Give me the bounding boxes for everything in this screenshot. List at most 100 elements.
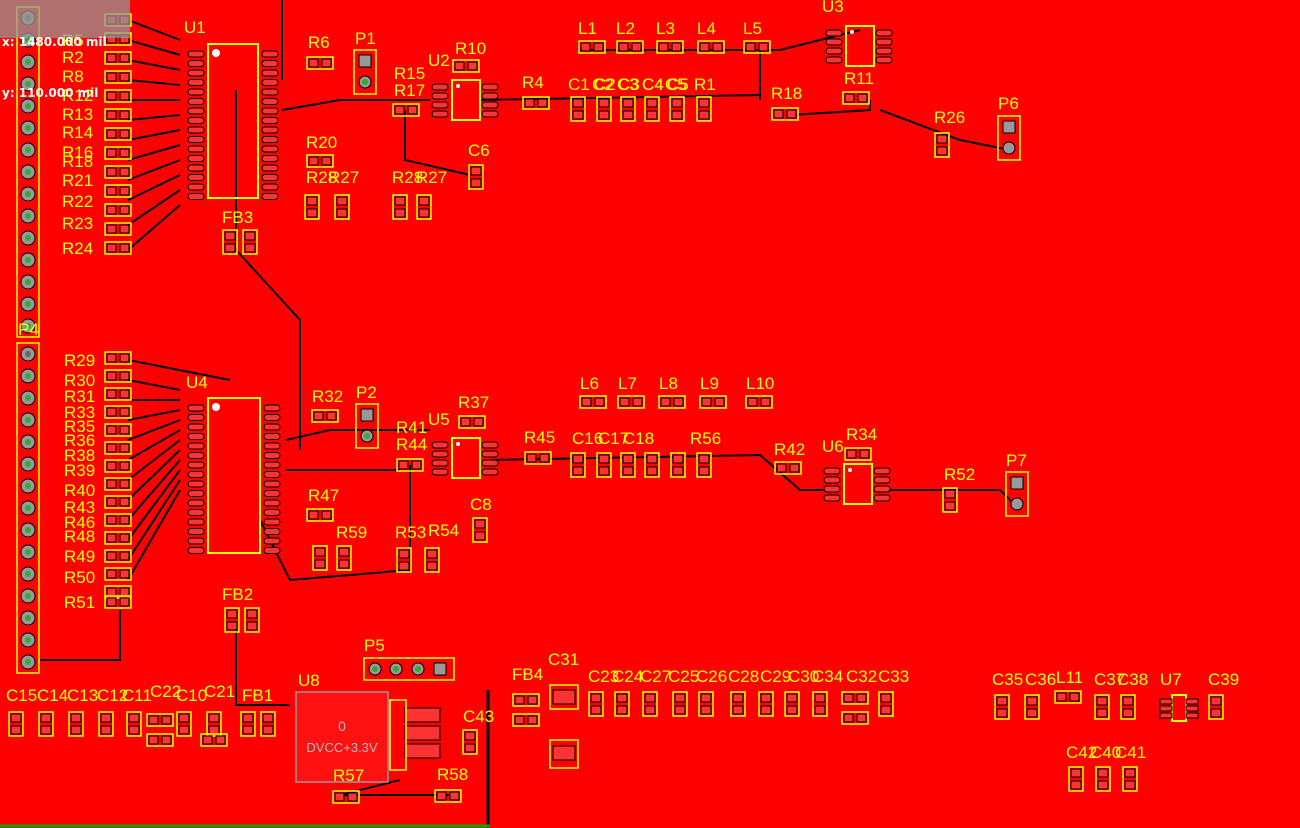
ic-u8[interactable] [295, 691, 441, 783]
component-c29[interactable] [758, 691, 774, 717]
component-rcol22[interactable] [104, 387, 132, 401]
component-l8[interactable] [658, 395, 686, 409]
component-r20[interactable] [306, 154, 334, 168]
component-r51pad[interactable] [104, 595, 132, 609]
component-l3[interactable] [656, 40, 684, 54]
component-rcol9[interactable] [104, 184, 132, 198]
component-l1[interactable] [578, 40, 606, 54]
component-c31[interactable] [549, 684, 579, 769]
component-l10[interactable] [745, 395, 773, 409]
component-c32[interactable] [841, 691, 869, 705]
component-r37[interactable] [458, 415, 486, 429]
component-r2b[interactable] [644, 452, 660, 478]
component-r27b[interactable] [416, 194, 432, 220]
component-fb3b[interactable] [242, 229, 258, 255]
component-r32[interactable] [311, 409, 339, 423]
component-c39[interactable] [1208, 694, 1224, 720]
component-rcol28[interactable] [104, 495, 132, 509]
component-l6[interactable] [579, 395, 607, 409]
component-rcol24[interactable] [104, 423, 132, 437]
component-fb1b[interactable] [260, 711, 276, 737]
component-c34[interactable] [812, 691, 828, 717]
component-c5[interactable] [669, 96, 685, 122]
component-c22b[interactable] [146, 733, 174, 747]
component-c6[interactable] [468, 164, 484, 190]
component-l5[interactable] [743, 40, 771, 54]
component-r1[interactable] [696, 96, 712, 122]
component-r52[interactable] [942, 487, 958, 513]
component-rcol212[interactable] [104, 567, 132, 581]
connector-p2[interactable] [355, 403, 379, 449]
component-r26[interactable] [934, 132, 950, 158]
component-rcol23[interactable] [104, 405, 132, 419]
component-r4[interactable] [522, 96, 550, 110]
component-fb4[interactable] [512, 693, 540, 707]
component-fb2b[interactable] [244, 607, 260, 633]
component-r11[interactable] [842, 91, 870, 105]
component-rcol27[interactable] [104, 477, 132, 491]
component-c21b[interactable] [200, 733, 228, 747]
component-r27a[interactable] [334, 194, 350, 220]
component-r57[interactable] [332, 790, 360, 804]
component-c1[interactable] [570, 96, 586, 122]
connector-p6[interactable] [997, 115, 1021, 161]
ic-u6b[interactable] [823, 463, 891, 505]
component-c41[interactable] [1122, 766, 1138, 792]
component-c14[interactable] [38, 711, 54, 737]
component-c30[interactable] [784, 691, 800, 717]
component-c3[interactable] [620, 96, 636, 122]
connector-p1[interactable] [353, 49, 377, 95]
component-rcol2[interactable] [104, 51, 132, 65]
component-l9[interactable] [699, 395, 727, 409]
component-rcol211[interactable] [104, 549, 132, 563]
component-r55[interactable] [312, 545, 328, 571]
component-c21[interactable] [206, 711, 222, 737]
ic-u5[interactable] [431, 437, 499, 479]
component-c2[interactable] [596, 96, 612, 122]
component-c23[interactable] [588, 691, 604, 717]
component-l11[interactable] [1054, 690, 1082, 704]
component-r34[interactable] [844, 447, 872, 461]
component-fb4b[interactable] [512, 713, 540, 727]
component-r44[interactable] [396, 458, 424, 472]
component-c10[interactable] [176, 711, 192, 737]
component-c4[interactable] [644, 96, 660, 122]
component-c36[interactable] [1024, 694, 1040, 720]
component-fb2[interactable] [224, 607, 240, 633]
component-r58[interactable] [434, 789, 462, 803]
component-r17[interactable] [392, 103, 420, 117]
component-rcol8[interactable] [104, 165, 132, 179]
component-r10[interactable] [452, 59, 480, 73]
component-rcol11[interactable] [104, 222, 132, 236]
component-rcol210[interactable] [104, 531, 132, 545]
component-l4[interactable] [697, 40, 725, 54]
ic-u1[interactable] [187, 43, 279, 200]
component-c40[interactable] [1095, 766, 1111, 792]
component-rcol26[interactable] [104, 459, 132, 473]
connector-p5[interactable] [363, 657, 455, 681]
component-c8[interactable] [472, 517, 488, 543]
ic-u4[interactable] [187, 397, 281, 554]
ic-u7[interactable] [1159, 694, 1199, 722]
component-rcol25[interactable] [104, 441, 132, 455]
ic-u2[interactable] [431, 79, 499, 121]
component-c28[interactable] [730, 691, 746, 717]
component-r42[interactable] [774, 461, 802, 475]
component-c35[interactable] [994, 694, 1010, 720]
component-r18[interactable] [771, 107, 799, 121]
component-c27[interactable] [642, 691, 658, 717]
component-fb1[interactable] [240, 711, 256, 737]
component-r2c[interactable] [670, 452, 686, 478]
component-c11[interactable] [126, 711, 142, 737]
component-c16[interactable] [570, 452, 586, 478]
component-c12[interactable] [98, 711, 114, 737]
component-c42[interactable] [1068, 766, 1084, 792]
component-c25[interactable] [672, 691, 688, 717]
component-rcol21[interactable] [104, 369, 132, 383]
component-l2[interactable] [616, 40, 644, 54]
component-r53[interactable] [396, 547, 412, 573]
component-fb3[interactable] [222, 229, 238, 255]
component-c26[interactable] [698, 691, 714, 717]
component-c17[interactable] [596, 452, 612, 478]
